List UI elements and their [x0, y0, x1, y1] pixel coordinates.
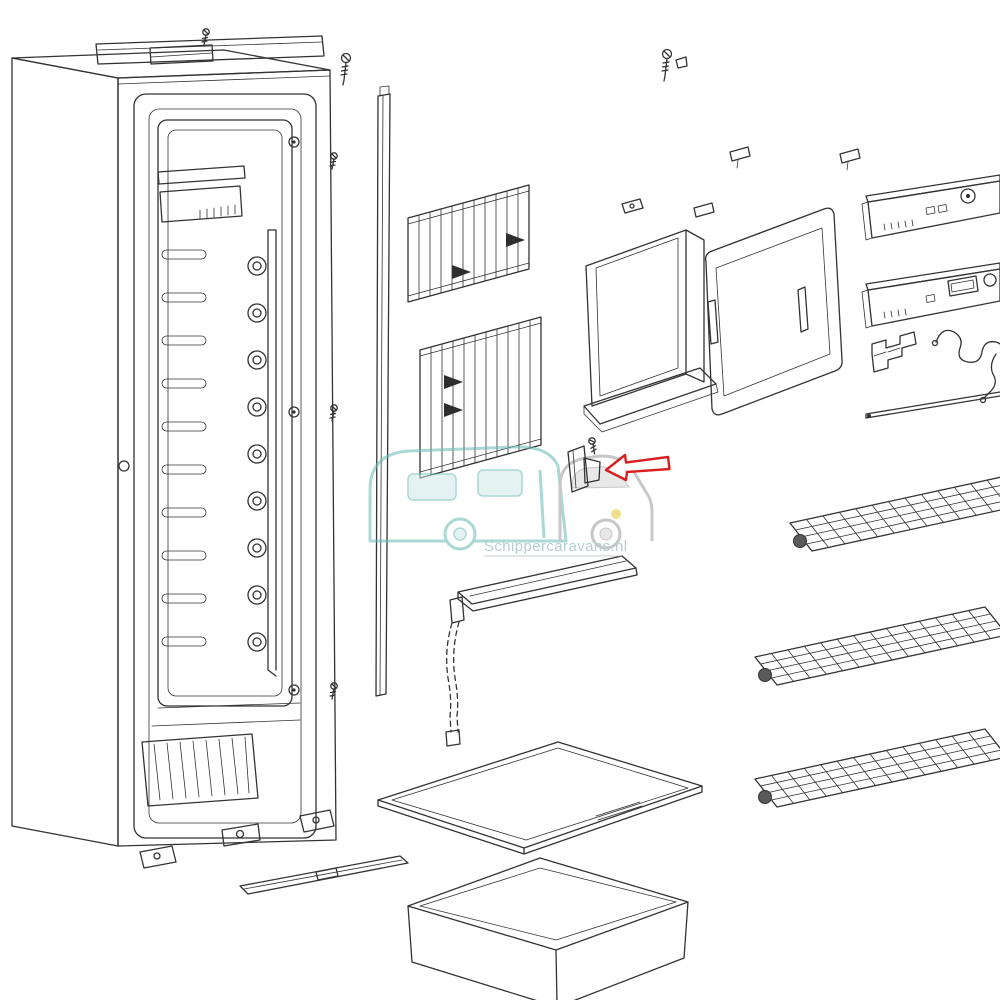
- drain-hose: [446, 621, 460, 733]
- evaporator-fins-upper: [407, 184, 530, 303]
- shelf-ribs: [161, 249, 207, 647]
- interior-top-panel: [157, 165, 246, 223]
- screw-highlighted-part: [586, 436, 601, 456]
- highlighted-part: [567, 445, 601, 493]
- trim-rod: [865, 391, 1000, 419]
- glass-shelf: [377, 741, 703, 855]
- capillary-wire: [931, 329, 1000, 404]
- wire-shelves: [754, 472, 1000, 808]
- crisper-bin: [407, 857, 689, 1000]
- side-trim-strip: [375, 85, 391, 697]
- screw-upper-right: [661, 48, 673, 82]
- mounting-feet: [139, 809, 335, 869]
- screw-top-right: [340, 52, 352, 86]
- freezer-compartment: [583, 229, 719, 433]
- freezer-door: [704, 207, 843, 416]
- drip-tray: [449, 555, 638, 624]
- watermark-text: Schippercaravans.nl: [484, 538, 628, 555]
- red-arrow-icon: [604, 453, 671, 482]
- evaporator-fins-lower: [419, 316, 542, 479]
- screw-top-small: [201, 28, 210, 46]
- fastener-column: [247, 229, 277, 677]
- wire-shelf-1: [789, 472, 1000, 552]
- drain-hose-end: [445, 729, 461, 747]
- bottom-trim-strip: [239, 855, 409, 895]
- control-panel-lower: [861, 262, 1000, 329]
- wire-shelf-2: [754, 606, 1000, 686]
- terminal-block: [871, 331, 917, 373]
- cabinet-body: [11, 49, 337, 847]
- accent-dot: [611, 509, 621, 519]
- ventilation-grille: [141, 733, 259, 807]
- screw-frame-2: [329, 404, 338, 422]
- control-panel-upper: [861, 174, 1000, 241]
- screw-frame-3: [329, 682, 338, 700]
- watermark-caravan: [368, 445, 568, 551]
- door-frame: [133, 93, 317, 839]
- fixing-clips: [621, 56, 861, 218]
- watermark: Schippercaravans.nl: [368, 445, 654, 557]
- cabinet-top-rail: [95, 35, 325, 65]
- wire-shelf-3: [754, 728, 1000, 808]
